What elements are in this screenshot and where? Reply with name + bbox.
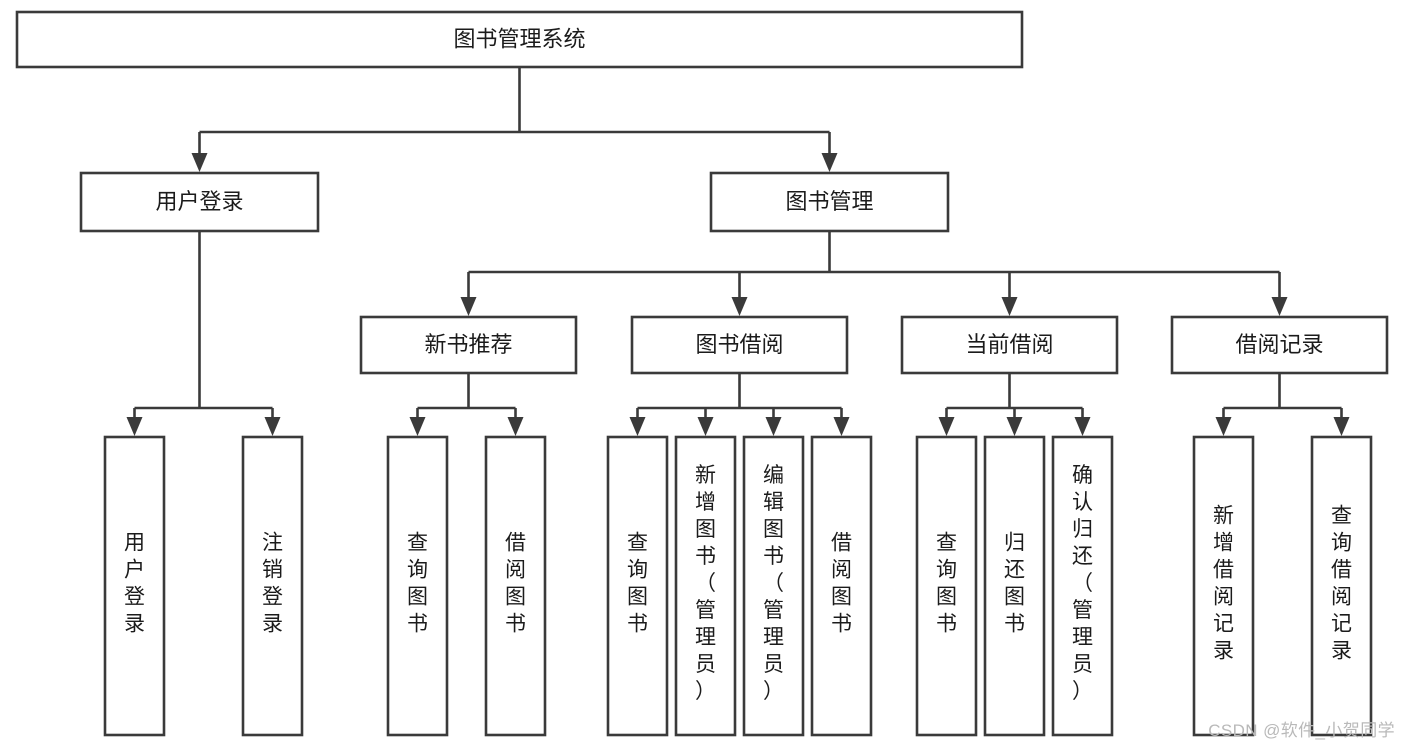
- connector-group: [460, 231, 1288, 316]
- node-root[interactable]: 图书管理系统: [15, 10, 1024, 69]
- connector-group: [1215, 373, 1350, 436]
- node-label: 借阅图书: [505, 532, 526, 636]
- node-box: [1192, 435, 1255, 737]
- node-label: 新增借阅记录: [1213, 505, 1234, 663]
- node-box: [674, 435, 737, 737]
- node-label: 确认归还（管理员）: [1072, 464, 1093, 703]
- node-leaf-confirm-return[interactable]: 确认归还（管理员）: [1051, 435, 1114, 737]
- node-box: [709, 171, 950, 233]
- node-box: [1051, 435, 1114, 737]
- node-label: 图书管理: [785, 189, 873, 214]
- node-box: [484, 435, 547, 737]
- node-book-manage[interactable]: 图书管理: [709, 171, 950, 233]
- node-book-borrow[interactable]: 图书借阅: [630, 315, 849, 375]
- node-label: 图书借阅: [695, 332, 783, 357]
- watermark-label: CSDN @软件_小贺同学: [1208, 721, 1395, 740]
- node-leaf-query-book-3[interactable]: 查询图书: [915, 435, 978, 737]
- node-label: 查询图书: [407, 532, 428, 636]
- node-leaf-borrow-book-2[interactable]: 借阅图书: [810, 435, 873, 737]
- node-label: 注销登录: [262, 532, 283, 636]
- node-label: 新书推荐: [424, 332, 512, 357]
- node-label: 借阅记录: [1235, 332, 1323, 357]
- node-user-login[interactable]: 用户登录: [79, 171, 320, 233]
- node-label: 当前借阅: [965, 332, 1053, 357]
- node-current-borrow[interactable]: 当前借阅: [900, 315, 1119, 375]
- node-box: [386, 435, 449, 737]
- connector-group: [629, 373, 850, 436]
- node-box: [79, 171, 320, 233]
- node-leaf-user-login[interactable]: 用户登录: [103, 435, 166, 737]
- node-leaf-add-book[interactable]: 新增图书（管理员）: [674, 435, 737, 737]
- node-box: [606, 435, 669, 737]
- node-leaf-return-book[interactable]: 归还图书: [983, 435, 1046, 737]
- node-box: [900, 315, 1119, 375]
- node-label: 用户登录: [155, 189, 243, 214]
- connector-group: [126, 231, 281, 436]
- node-box: [630, 315, 849, 375]
- node-box: [241, 435, 304, 737]
- node-label: 查询图书: [936, 532, 957, 636]
- connector-group: [191, 67, 838, 172]
- node-leaf-add-record[interactable]: 新增借阅记录: [1192, 435, 1255, 737]
- node-box: [103, 435, 166, 737]
- node-label: 新增图书（管理员）: [695, 464, 716, 703]
- node-box: [15, 10, 1024, 69]
- node-box: [983, 435, 1046, 737]
- node-label: 编辑图书（管理员）: [763, 464, 784, 703]
- connector-group: [409, 373, 524, 436]
- node-layer: 图书管理系统用户登录图书管理新书推荐图书借阅当前借阅借阅记录用户登录注销登录查询…: [15, 10, 1389, 737]
- node-label: 图书管理系统: [453, 26, 585, 51]
- node-box: [810, 435, 873, 737]
- node-leaf-query-book-2[interactable]: 查询图书: [606, 435, 669, 737]
- connector-group: [938, 373, 1091, 436]
- node-box: [1170, 315, 1389, 375]
- node-leaf-user-logout[interactable]: 注销登录: [241, 435, 304, 737]
- node-label: 用户登录: [124, 532, 145, 636]
- node-new-book-rec[interactable]: 新书推荐: [359, 315, 578, 375]
- node-borrow-record[interactable]: 借阅记录: [1170, 315, 1389, 375]
- node-label: 归还图书: [1004, 532, 1025, 636]
- node-leaf-query-book-1[interactable]: 查询图书: [386, 435, 449, 737]
- node-label: 查询借阅记录: [1331, 505, 1352, 663]
- node-box: [915, 435, 978, 737]
- connector-layer: [126, 67, 1350, 436]
- node-leaf-borrow-book-1[interactable]: 借阅图书: [484, 435, 547, 737]
- node-leaf-edit-book[interactable]: 编辑图书（管理员）: [742, 435, 805, 737]
- node-box: [1310, 435, 1373, 737]
- node-leaf-query-record[interactable]: 查询借阅记录: [1310, 435, 1373, 737]
- node-label: 借阅图书: [831, 532, 852, 636]
- node-box: [359, 315, 578, 375]
- node-box: [742, 435, 805, 737]
- node-label: 查询图书: [627, 532, 648, 636]
